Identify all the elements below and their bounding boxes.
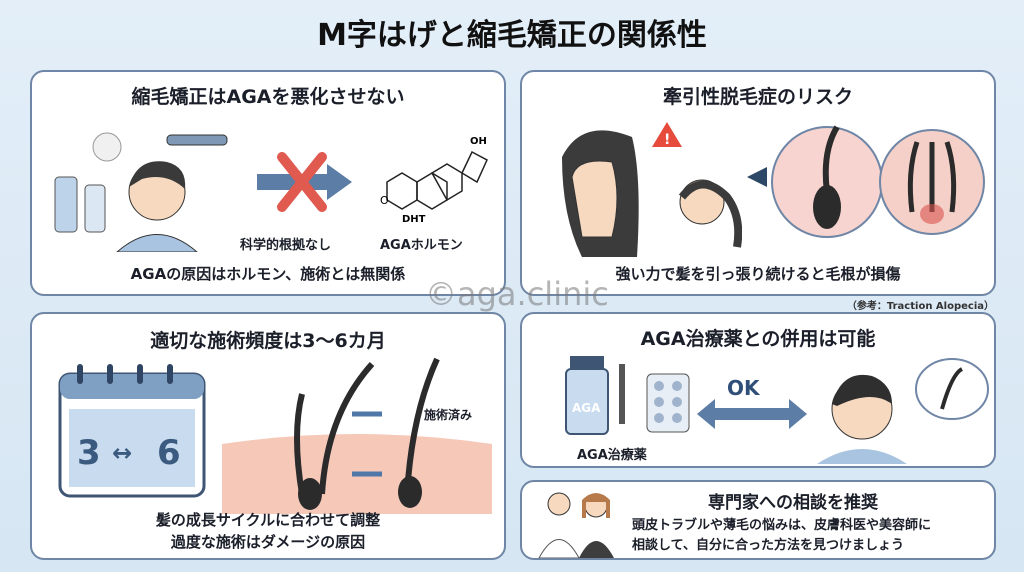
caption-line-2: 過度な施術はダメージの原因 bbox=[170, 533, 366, 551]
panel-traction-alopecia-risk: 牽引性脱毛症のリスク ! 強い力で髪を引っ張り続けると毛根が損傷 bbox=[520, 70, 996, 296]
no-evidence-label: 科学的根拠なし bbox=[240, 238, 332, 253]
panel-combined-with-aga-medication: AGA治療薬との併用は可能 AGA AGA治療薬 OK bbox=[520, 312, 996, 468]
page-title: M字はげと縮毛矯正の関係性 bbox=[317, 18, 707, 53]
aga-medication-label: AGA治療薬 bbox=[577, 448, 647, 463]
panel-heading: 専門家への相談を推奨 bbox=[708, 493, 878, 513]
panel-treatment-frequency: 適切な施術頻度は3〜6カ月 3 ↔ 6 施術済み 髪の成長サイクルに合わせて調整… bbox=[30, 312, 506, 560]
svg-text:6: 6 bbox=[157, 433, 181, 473]
hair-iron-person-illustration bbox=[54, 132, 228, 252]
doctor-and-stylist-illustration bbox=[538, 492, 614, 558]
panel-heading: 牽引性脱毛症のリスク bbox=[662, 86, 853, 108]
cross-arrow-icon bbox=[257, 152, 352, 212]
watermark: ©aga.clinic bbox=[425, 275, 609, 313]
smiling-man-illustration bbox=[817, 358, 989, 464]
advice-line-2: 相談して、自分に合った方法を見つけましょう bbox=[632, 538, 904, 553]
svg-text:AGA: AGA bbox=[572, 401, 601, 415]
aga-hormone-label: AGAホルモン bbox=[380, 238, 463, 253]
svg-text:↔: ↔ bbox=[112, 439, 132, 467]
caption-line-1: 髪の成長サイクルに合わせて調整 bbox=[155, 511, 381, 529]
svg-text:DHT: DHT bbox=[402, 214, 426, 222]
ok-label: OK bbox=[727, 376, 760, 400]
medication-icons: AGA bbox=[565, 356, 690, 435]
hair-follicle-damage-illustration bbox=[747, 125, 985, 238]
dht-molecule-icon: O DHT OH bbox=[380, 136, 488, 222]
panel-heading: AGA治療薬との併用は可能 bbox=[640, 328, 876, 350]
svg-text:!: ! bbox=[664, 132, 670, 148]
calendar-icon: 3 ↔ 6 bbox=[58, 364, 206, 498]
svg-text:O: O bbox=[380, 194, 389, 207]
panel-heading: 縮毛矯正はAGAを悪化させない bbox=[131, 86, 405, 108]
double-arrow-icon bbox=[697, 399, 807, 429]
reference-note: （参考：Traction Alopecia） bbox=[846, 301, 994, 312]
hair-growth-cycle-illustration bbox=[222, 357, 492, 514]
svg-text:OH: OH bbox=[470, 136, 487, 147]
panel-caption: AGAの原因はホルモン、施術とは無関係 bbox=[130, 265, 406, 283]
ponytail-people-illustration: ! bbox=[562, 122, 742, 257]
panel-aga-not-worsened: 縮毛矯正はAGAを悪化させない O DHT OH 科学的根拠なし AGAホルモン… bbox=[30, 70, 506, 296]
treated-label: 施術済み bbox=[424, 408, 473, 422]
advice-line-1: 頭皮トラブルや薄毛の悩みは、皮膚科医や美容師に bbox=[632, 518, 932, 533]
panel-caption: 強い力で髪を引っ張り続けると毛根が損傷 bbox=[615, 265, 901, 283]
panel-consult-specialist: 専門家への相談を推奨 頭皮トラブルや薄毛の悩みは、皮膚科医や美容師に 相談して、… bbox=[520, 480, 996, 560]
svg-text:3: 3 bbox=[77, 433, 101, 473]
panel-heading: 適切な施術頻度は3〜6カ月 bbox=[150, 330, 386, 352]
